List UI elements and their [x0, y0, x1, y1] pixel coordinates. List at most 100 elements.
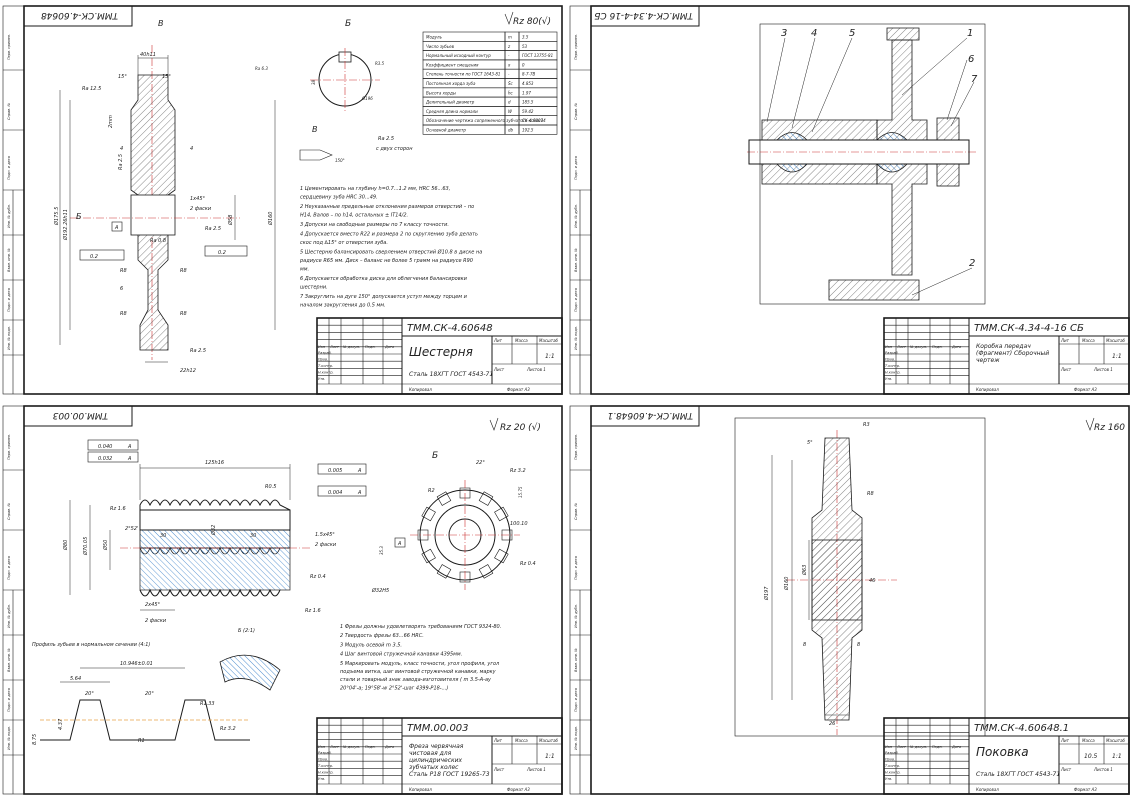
side-strip-label: Справ. № — [574, 503, 578, 520]
title-block-col: Лит — [493, 338, 503, 343]
gear-r8-right: R8 — [180, 268, 187, 274]
title-block-sheet: Лист — [1060, 767, 1072, 772]
gear-drawing: ТММ.СК-4.60648 Rz 80(√) 40h11 15° 15° Ra… — [2, 5, 563, 395]
gear-table-text: 192.5 — [522, 128, 534, 133]
gear-table-text: 53 — [522, 44, 528, 49]
side-strip-label: Подп. и дата — [7, 156, 11, 180]
gear-roughness-general: Rz 80(√) — [513, 16, 551, 27]
gear-both-sides: с двух сторон — [376, 146, 413, 152]
title-block-header: Дата — [384, 745, 394, 749]
note-item: 3 Допуски на свободные размеры по 7 клас… — [300, 222, 449, 228]
note-item: 1 Цементировать на глубину h=0.7...1.2 м… — [300, 186, 450, 201]
gear-table-text: db — [508, 128, 514, 133]
assembly-leaders — [766, 37, 975, 296]
gear-detail-v-label: В — [312, 125, 318, 134]
hob-rz04: Rz 0.4 — [310, 574, 326, 580]
gear-section — [70, 45, 240, 360]
gear-table-text: x — [507, 62, 511, 67]
hob-len30a: 30 — [160, 533, 166, 539]
gear-dim-2mm: 2mm — [108, 115, 114, 128]
gear-table-text: - — [508, 72, 510, 77]
gear-dim-4b: 4 — [190, 146, 193, 152]
forging-r8: R8 — [867, 491, 874, 497]
gear-table-text: 0 — [522, 62, 525, 67]
side-strip-label: Перв. примен. — [574, 34, 578, 60]
side-strip-label: Инв. № подл. — [574, 726, 578, 750]
hob-tooth — [421, 548, 436, 564]
title-block-copied: Копировал — [409, 387, 432, 392]
title-block-role: Разраб. — [885, 751, 899, 755]
gear-angle150: 150° — [335, 158, 345, 163]
sheet-forging: ТММ.СК-4.60648.1 Rz 160 R3 R8 5° Ø197 Ø1… — [567, 400, 1134, 800]
callout-5: 5 — [849, 28, 855, 39]
callout-3: 3 — [781, 28, 787, 39]
hob-detail-b: Б (2:1) — [219, 628, 281, 691]
title-block-col: Масса — [515, 338, 528, 343]
hob-chamfer2: 2x45° — [145, 602, 161, 608]
hob-len30b: 30 — [250, 533, 256, 539]
hob-d80: Ø80 — [62, 540, 69, 551]
note-item: 1 Фрезы должны удовлетворять требованиям… — [340, 624, 501, 630]
title-block-sheets: Листов 1 — [526, 767, 546, 772]
title-block-col: Лит — [493, 738, 503, 743]
gear-table-text: Модуль — [426, 35, 443, 40]
title-block-header: № докум. — [342, 345, 360, 349]
hob-datum-4: A — [357, 490, 362, 496]
title-block-frame — [883, 317, 1130, 395]
title-block-name: Шестерня — [409, 345, 473, 359]
title-block-role: Утв. — [318, 377, 325, 381]
hob-p564: 5.64 — [70, 676, 81, 682]
hob-datum-1: A — [127, 444, 132, 450]
title-block-frame — [316, 317, 563, 395]
hob-angle22: 22° — [476, 460, 485, 466]
gear-angle-15b: 15° — [162, 74, 171, 80]
gear-dim6: 6 — [120, 286, 123, 292]
hob-tooth — [478, 564, 494, 579]
hob-h437: 4.37 — [58, 718, 64, 730]
title-block-material: Сталь 18ХГТ ГОСТ 4543-71 — [409, 371, 493, 378]
hob-chamfer-note2: 2 фаски — [145, 618, 167, 624]
title-block-header: Изм — [885, 745, 892, 749]
forging-d160: Ø160 — [783, 577, 790, 591]
title-block-role: Разраб. — [885, 351, 899, 355]
title-block-role: Пров. — [318, 758, 328, 762]
gear-detail-v: В 150° Ra 2.5 с двух сторон — [299, 125, 413, 163]
gear-tol2: 0.2 — [218, 250, 226, 256]
gear-table-text: Основной диаметр — [426, 128, 466, 133]
note-item: 4 Шаг винтовой стружечной канавки 4395мм… — [340, 652, 462, 658]
title-block-role: Т.контр. — [885, 764, 900, 768]
title-block-sheet: Лист — [1060, 367, 1072, 372]
title-block-sheet: Лист — [493, 767, 505, 772]
title-block-role: Пров. — [885, 758, 895, 762]
gear-sec-b-label: Б — [345, 19, 351, 29]
hob-notes: 1 Фрезы должны удовлетворять требованиям… — [340, 624, 501, 691]
title-block-header: Изм — [885, 345, 892, 349]
side-strip-label: Подп. и дата — [7, 556, 11, 580]
sheet-gear: ТММ.СК-4.60648 Rz 80(√) 40h11 15° 15° Ra… — [0, 0, 567, 400]
gear-table-text: Средняя длина нормали — [426, 109, 478, 114]
note-item: 5 Маркировать модуль, класс точности, уг… — [340, 661, 500, 692]
hob-roughness-general: Rz 20 (√) — [500, 422, 541, 433]
side-strip-label: Перв. примен. — [7, 34, 11, 60]
title-block-header: Изм — [318, 745, 325, 749]
forging-dim8b: 8 — [857, 642, 860, 648]
title-block-role: Утв. — [885, 777, 892, 781]
side-strip-label: Перв. примен. — [574, 434, 578, 460]
side-strip-label: Перв. примен. — [7, 434, 11, 460]
hob-datum-5: A — [397, 541, 402, 547]
hob-tooth — [421, 506, 436, 522]
gear-tol1: 0.2 — [90, 254, 98, 260]
gear-table-cell — [518, 124, 558, 135]
hob-tol040: 0.040 — [98, 444, 112, 450]
title-block-role: Н.контр. — [885, 371, 901, 375]
title-block-role: Н.контр. — [318, 371, 334, 375]
gear-arrow-v: В — [158, 19, 164, 28]
gear-table-text: Степень точности по ГОСТ 1643-81 — [426, 72, 500, 77]
gear-b-dim196: Ø196 — [361, 96, 373, 101]
hob-rz04-b: Rz 0.4 — [520, 561, 536, 567]
title-block-col: Масштаб — [1106, 338, 1126, 343]
title-block-scale: 1:1 — [1112, 353, 1122, 360]
title-block-format: Формат А3 — [1074, 787, 1097, 792]
